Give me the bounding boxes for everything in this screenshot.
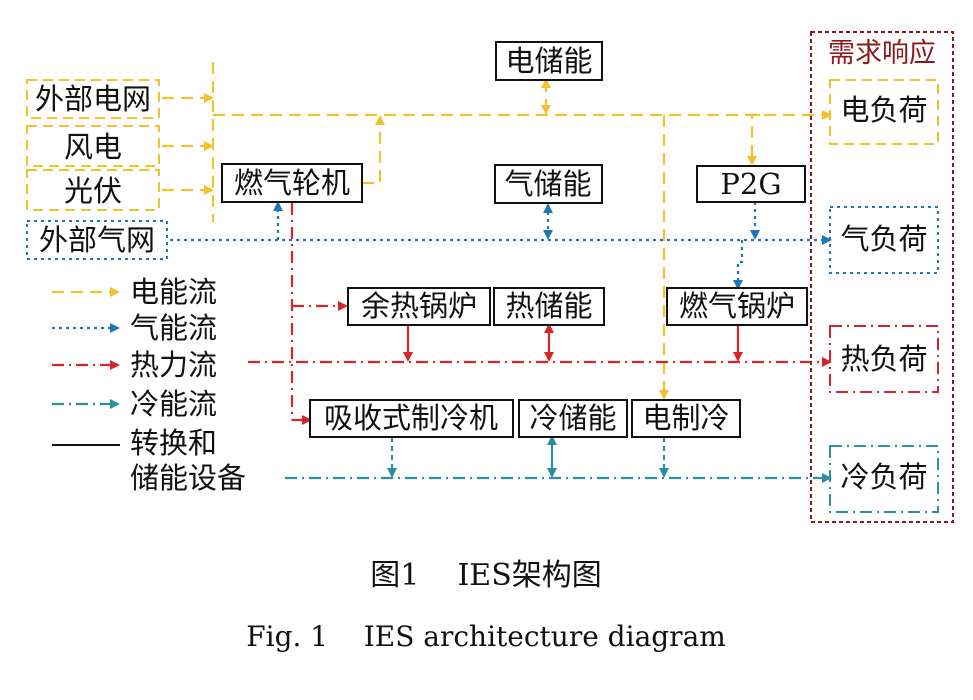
devices: 电储能 燃气轮机 气储能 P2G 余热锅炉 热储能 燃气锅炉 吸收式制冷机 (221, 41, 808, 438)
gas-load-box: 气负荷 (829, 206, 939, 274)
legend-device: 转换和 储能设备 (52, 426, 246, 495)
waste-heat-boiler-box: 余热锅炉 (347, 287, 491, 326)
caption-english: Fig. 1 IES architecture diagram (246, 620, 726, 653)
legend-device-label-2: 储能设备 (130, 461, 246, 495)
wind-label: 风电 (64, 130, 122, 164)
cold-load-box: 冷负荷 (829, 445, 939, 513)
electric-chiller-label: 电制冷 (642, 401, 729, 435)
sources: 外部电网 风电 光伏 外部气网 (26, 79, 168, 260)
legend-device-label-1: 转换和 (130, 426, 217, 460)
legend-gas: 气能流 (52, 311, 217, 345)
caption-chinese: 图1 IES架构图 (370, 558, 602, 593)
waste-heat-boiler-label: 余热锅炉 (361, 289, 477, 323)
electric-load-label: 电负荷 (840, 93, 927, 127)
cold-load-label: 冷负荷 (840, 460, 927, 494)
p2g-box: P2G (696, 165, 806, 203)
grid-source: 外部电网 (26, 79, 160, 119)
cold-flows (285, 435, 832, 483)
gas-network-label: 外部气网 (39, 223, 155, 257)
heat-load-box: 热负荷 (829, 325, 939, 393)
p2g-label: P2G (720, 167, 781, 201)
gas-network-source: 外部气网 (26, 220, 168, 260)
gas-boiler-label: 燃气锅炉 (679, 289, 795, 323)
gas-load-label: 气负荷 (840, 222, 927, 256)
gas-storage-label: 气储能 (504, 167, 591, 201)
absorption-chiller-box: 吸收式制冷机 (309, 399, 514, 438)
legend-cold: 冷能流 (52, 387, 217, 421)
heat-load-label: 热负荷 (840, 342, 927, 376)
electric-chiller-box: 电制冷 (631, 399, 741, 438)
electric-storage-box: 电储能 (495, 41, 603, 81)
gas-flows (170, 201, 832, 290)
gas-to-boiler-arrow (733, 240, 744, 290)
pv-label: 光伏 (64, 174, 122, 208)
legend-cold-label: 冷能流 (130, 387, 217, 421)
bus-to-p2g-arrow (747, 113, 760, 166)
cold-storage-label: 冷储能 (529, 401, 616, 435)
pv-source: 光伏 (26, 169, 160, 211)
electric-load-box: 电负荷 (829, 79, 939, 145)
electric-flows (162, 62, 832, 400)
legend-heat: 热力流 (52, 348, 217, 382)
legend-gas-label: 气能流 (130, 311, 217, 345)
legend-heat-label: 热力流 (130, 348, 217, 382)
absorption-chiller-label: 吸收式制冷机 (324, 401, 498, 435)
legend-electric: 电能流 (52, 275, 217, 309)
electric-storage-label: 电储能 (505, 44, 592, 78)
heat-flows (248, 203, 832, 425)
wind-source: 风电 (26, 125, 160, 167)
grid-label: 外部电网 (35, 82, 151, 116)
gas-turbine-to-bus-arrow (362, 115, 385, 185)
gas-boiler-box: 燃气锅炉 (666, 287, 808, 326)
cold-storage-box: 冷储能 (518, 399, 628, 438)
gas-turbine-box: 燃气轮机 (221, 163, 363, 203)
demand-response-title: 需求响应 (828, 38, 936, 69)
legend: 电能流 气能流 热力流 冷能流 转换和 储能设备 (52, 275, 246, 495)
heat-storage-label: 热储能 (505, 289, 592, 323)
gas-turbine-label: 燃气轮机 (234, 166, 350, 200)
heat-storage-box: 热储能 (493, 287, 605, 326)
demand-response-panel: 需求响应 电负荷 气负荷 热负荷 冷负荷 (810, 31, 954, 523)
gas-storage-box: 气储能 (494, 164, 603, 204)
legend-electric-label: 电能流 (130, 275, 217, 309)
